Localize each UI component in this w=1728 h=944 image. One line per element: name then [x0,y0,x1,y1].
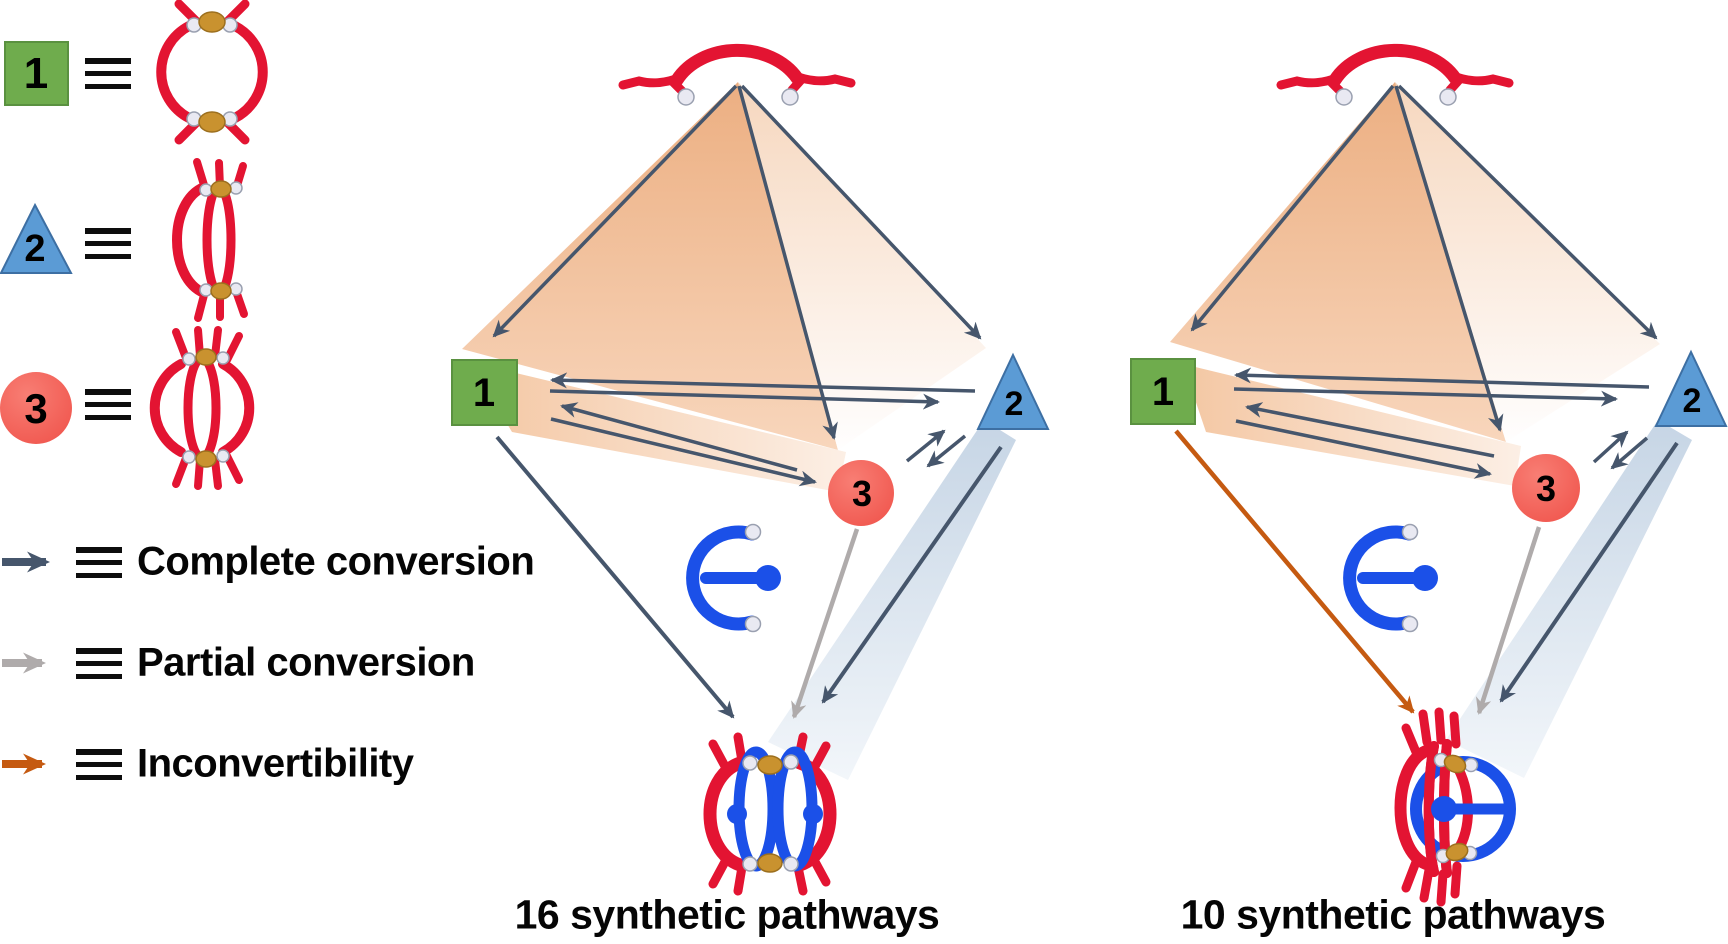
legend-square-1 [4,41,69,106]
arrow-3-to-product-partial [791,528,860,719]
node-3-label: 3 [851,473,873,514]
legend-graphics [0,0,268,775]
figure-eight-structure-icon [172,158,248,322]
arrow-1-to-product-complete [495,435,735,719]
arrow-3-to-product-partial [1475,526,1542,715]
conversion-fan-shapes [1170,82,1692,778]
conversion-arrows [1174,84,1679,715]
legend-label-inconvertibility: Inconvertibility [137,741,414,786]
arrow-monomer-to-2 [740,84,982,340]
equivalence-icon [85,228,131,259]
arrow-1-to-2 [1233,387,1618,407]
equivalence-icon [85,58,131,89]
node-2-triangle [1654,349,1728,427]
arrow-monomer-to-3 [1394,85,1504,432]
species-nodes [451,352,1050,526]
arrow-2-to-3 [1610,436,1649,470]
blue-guest-anchor-icon [686,523,781,633]
caption-10-pathways: 10 synthetic pathways [1180,891,1606,938]
node-2-label: 2 [1004,385,1024,423]
arrow-1-to-2 [549,389,940,410]
product-double-threaded-icon [703,732,837,896]
conversion-fan-shapes [462,82,1016,780]
arrow-2-to-product-complete [821,445,1003,704]
arrow-2-to-product-complete [1499,441,1679,703]
arrow-3-to-1 [1245,402,1495,458]
arrow-monomer-to-2 [1397,84,1658,340]
node-1-square [1130,358,1196,425]
node-3-circle [1512,454,1580,522]
equivalence-icon [76,648,122,679]
node-2-label: 2 [1682,382,1702,420]
node-2-triangle [976,352,1050,430]
legend-label-partial-conversion: Partial conversion [137,640,475,685]
cage-structure-icon [149,326,255,490]
diagram-16-pathways [451,43,1050,896]
arrow-2-to-1 [1234,367,1650,389]
monomer-strand-icon [1276,43,1514,106]
legend-label-complete-conversion: Complete conversion [137,539,535,584]
arrow-monomer-to-1 [1190,84,1395,332]
fan-monomer-to-2 [738,82,986,450]
equivalence-icon [85,389,131,420]
node-1-label: 1 [1151,370,1175,414]
fan-monomer-to-2 [1395,82,1660,442]
legend-number-1: 1 [23,49,49,98]
legend-number-2: 2 [24,228,46,270]
node-3-label: 3 [1535,468,1557,509]
arrow-3-to-1 [560,402,798,472]
blue-guest-anchor-icon [1343,523,1438,633]
node-1-square [451,359,518,426]
caption-16-pathways: 16 synthetic pathways [514,891,940,938]
equivalence-icon [76,547,122,578]
legend-circle-3 [0,372,72,444]
fan-monomer-to-1 [462,82,838,450]
conversion-arrows [492,84,1003,719]
arrow-2-to-3 [926,434,967,468]
node-1-label: 1 [472,371,496,415]
monomer-strand-icon [618,43,856,106]
species-nodes [1130,349,1728,522]
product-single-threaded-icon [1394,707,1516,907]
legend-triangle-2 [0,202,73,274]
arrow-1-to-product-inconvertible [1174,429,1415,714]
arrow-1-to-3 [1235,419,1492,479]
fan-1-to-3-band [1183,364,1521,486]
arrow-3-to-2 [905,429,946,463]
node-3-circle [828,460,894,526]
arrow-monomer-to-3 [737,85,838,440]
arrow-2-to-1 [550,372,976,393]
arrow-1-to-3 [550,417,817,487]
legend-number-3: 3 [24,385,48,432]
diagram-10-pathways [1130,43,1728,907]
arrow-3-to-2 [1592,430,1629,464]
macrocycle-structure-icon [156,0,268,145]
arrow-monomer-to-1 [492,84,738,338]
equivalence-icon [76,749,122,780]
